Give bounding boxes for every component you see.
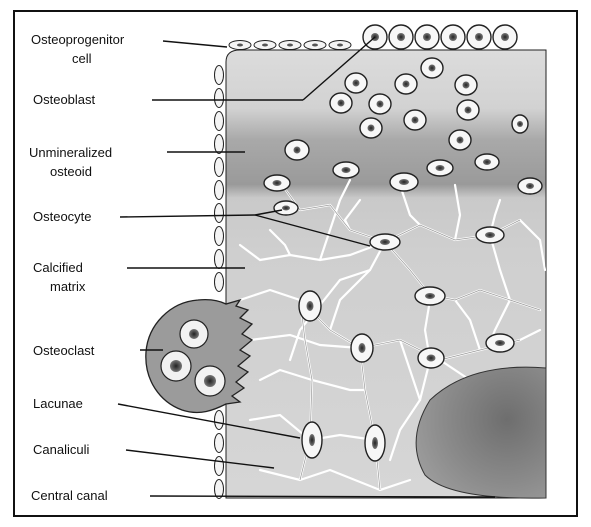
label-lacunae: Lacunae bbox=[33, 396, 83, 411]
label-unmineralized-line2: osteoid bbox=[50, 164, 92, 179]
label-calcified-line1: Calcified bbox=[33, 260, 83, 275]
label-osteoclast: Osteoclast bbox=[33, 343, 95, 358]
label-calcified-line2: matrix bbox=[50, 279, 86, 294]
label-central-canal: Central canal bbox=[31, 488, 108, 503]
label-osteoblast: Osteoblast bbox=[33, 92, 96, 107]
label-unmineralized-line1: Unmineralized bbox=[29, 145, 112, 160]
label-canaliculi: Canaliculi bbox=[33, 442, 89, 457]
label-osteoprogenitor-line2: cell bbox=[72, 51, 92, 66]
label-osteoprogenitor-line1: Osteoprogenitor bbox=[31, 32, 125, 47]
label-osteocyte: Osteocyte bbox=[33, 209, 92, 224]
